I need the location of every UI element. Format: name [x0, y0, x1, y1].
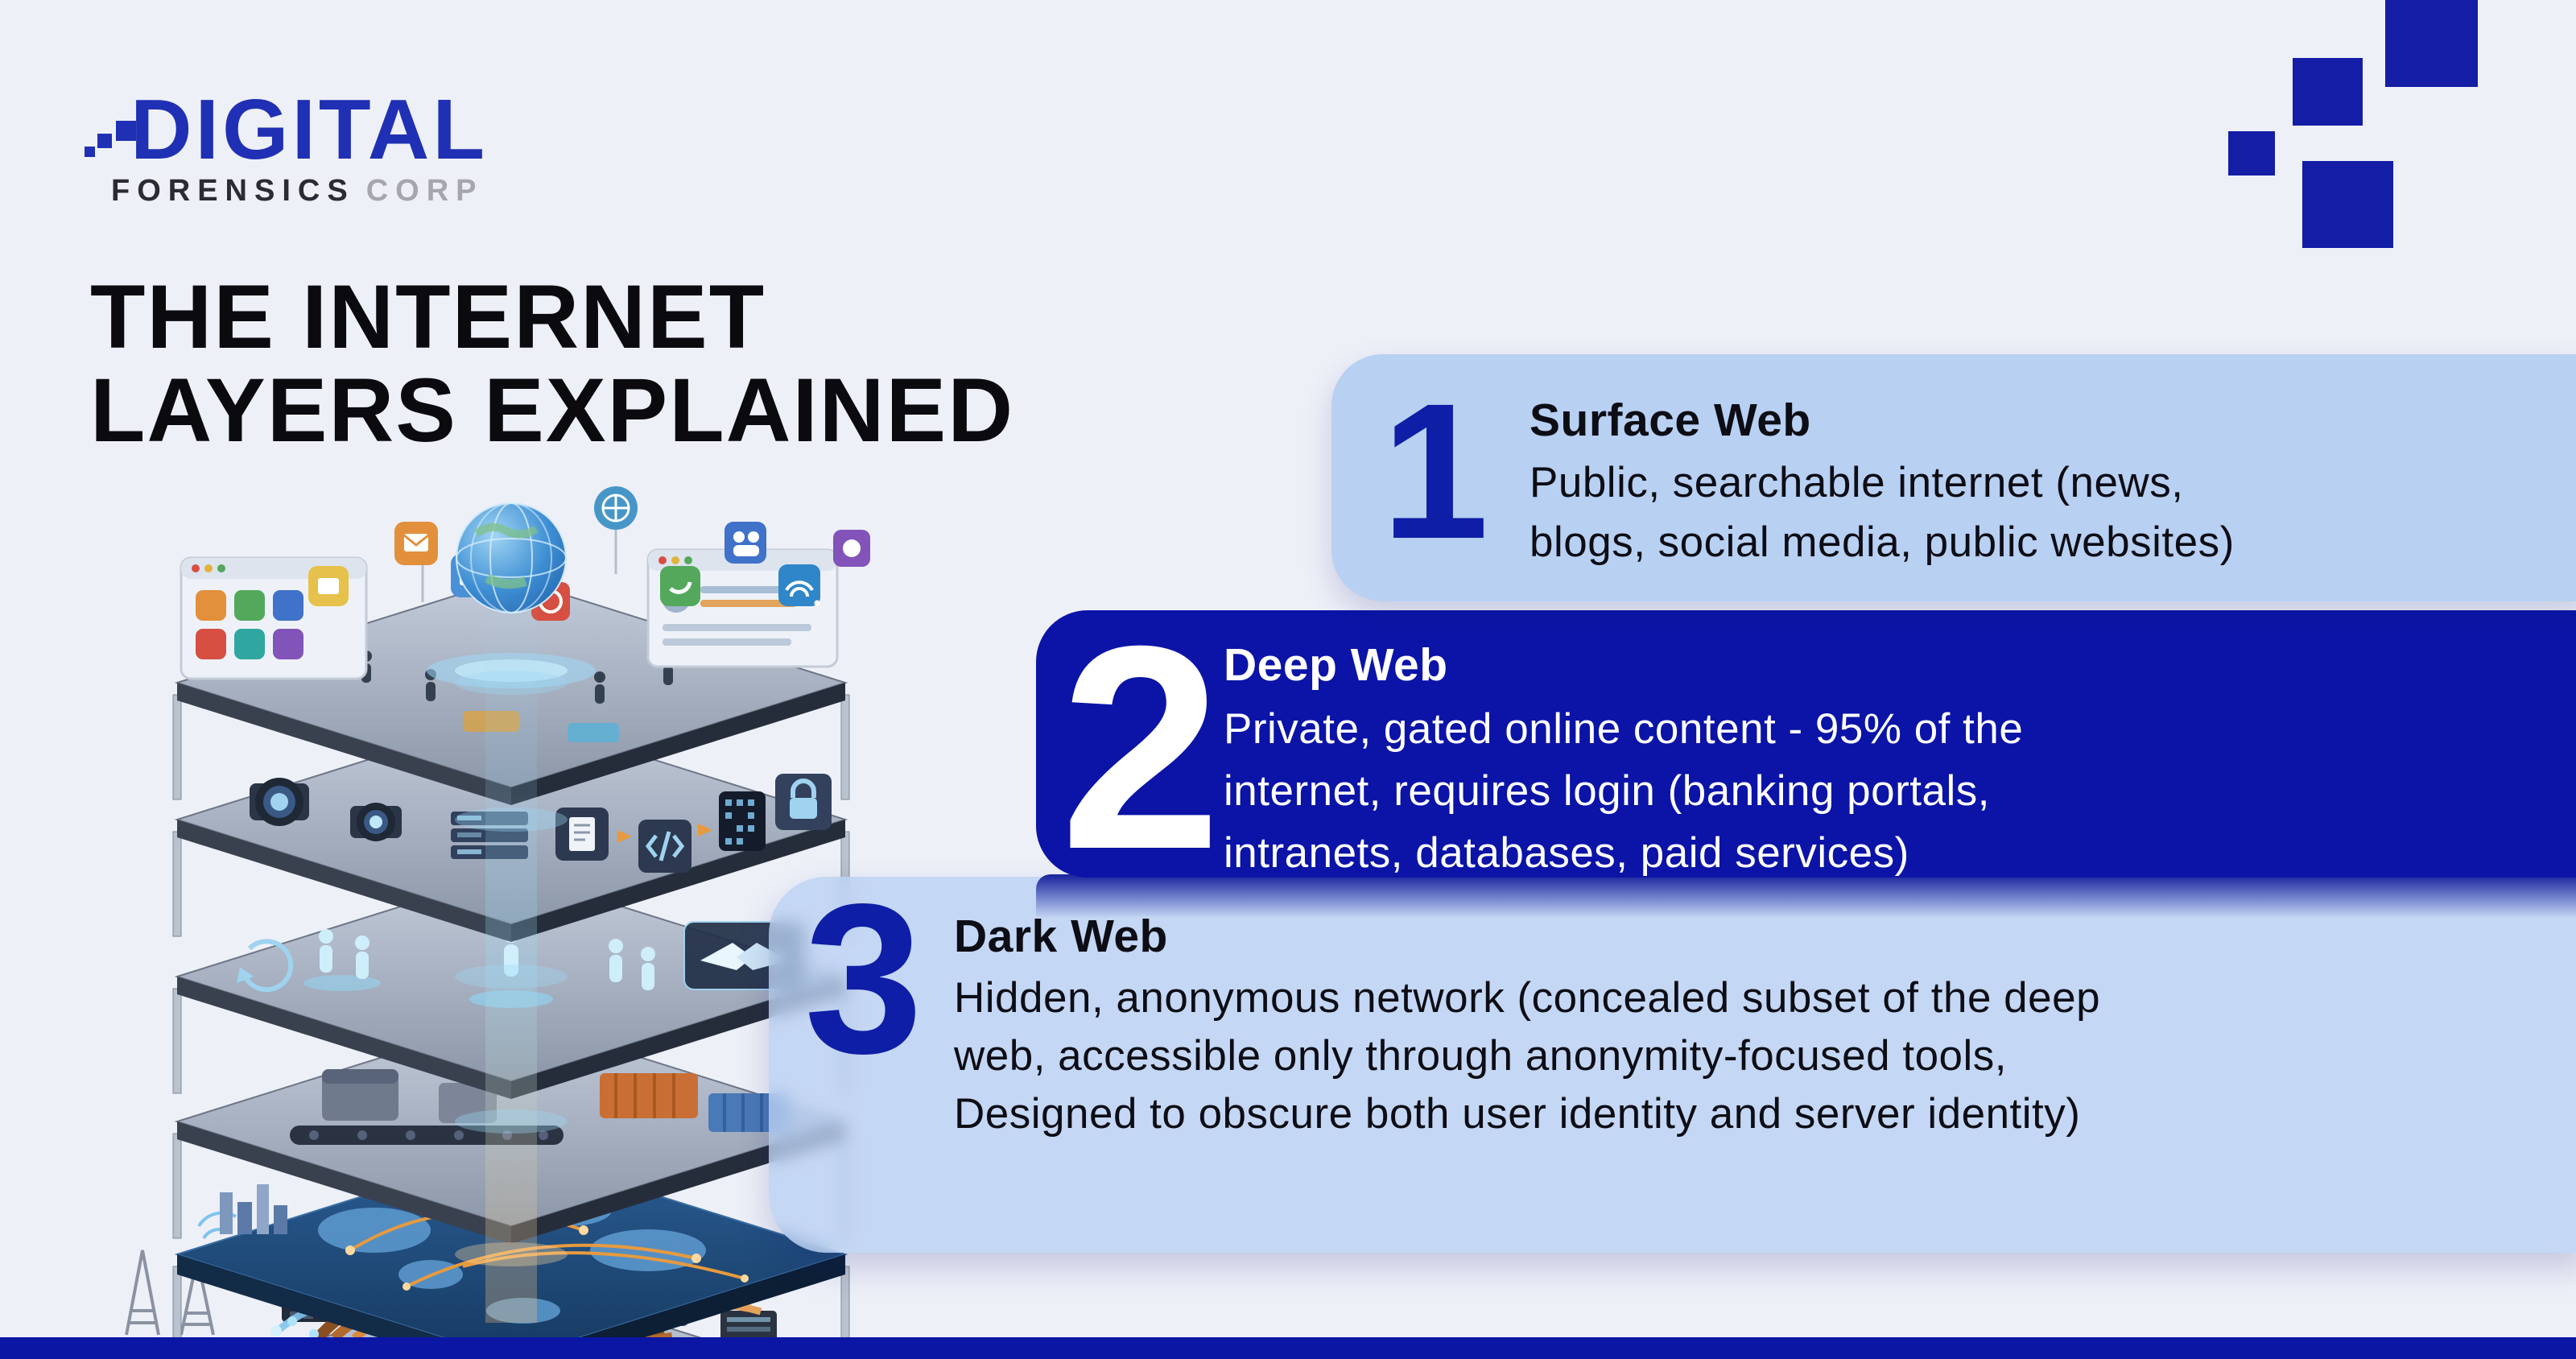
card-number: 1 [1381, 363, 1489, 579]
logo-subline: FORENSICS CORP [111, 174, 484, 209]
card-description-line: internet, requires login (banking portal… [1224, 767, 1990, 815]
binary-panel [719, 791, 766, 851]
flow-arrow [698, 824, 712, 836]
card-description-line: Hidden, anonymous network (concealed sub… [954, 974, 2101, 1022]
logo-word-corp: CORP [365, 174, 484, 208]
sync-icon [237, 939, 294, 993]
phone-icon [669, 581, 692, 594]
platform-tile [568, 723, 619, 742]
logo-pixel-icon [116, 121, 136, 141]
card-dark-web: 3 Dark Web Hidden, anonymous network (co… [769, 873, 2576, 1253]
card-number: 3 [804, 860, 923, 1098]
card-description-line: intranets, databases, paid services) [1224, 829, 1909, 877]
document-icon [555, 808, 609, 861]
folder-icon [318, 578, 339, 594]
decor-square-icon [2293, 58, 2363, 126]
lock-icon [775, 774, 832, 830]
camera-icon [250, 778, 402, 841]
hologram-beam [455, 598, 568, 1323]
card-heading: Deep Web [1224, 639, 1448, 691]
floating-app-icons [308, 486, 870, 621]
code-icon [638, 820, 691, 873]
card-heading: Dark Web [954, 911, 1168, 962]
card-description-line: Designed to obscure both user identity a… [954, 1090, 2081, 1138]
logo-word-digital: DIGITAL [130, 82, 489, 177]
user-icon [843, 539, 861, 557]
card-description-line: web, accessible only through anonymity-f… [954, 1032, 2008, 1080]
bottom-accent-bar [0, 1337, 2576, 1359]
card-description-line: Public, searchable internet (news, [1530, 459, 2184, 506]
server-box [720, 1311, 777, 1338]
handshake-icon [683, 921, 806, 990]
page-title-line1: THE INTERNET [90, 266, 766, 367]
page-title-line2: LAYERS EXPLAINED [90, 360, 1015, 461]
card-deep-web: 2 Deep Web Private, gated online content… [1036, 603, 2576, 893]
machine-box [322, 1069, 497, 1123]
card-description-line: blogs, social media, public websites) [1530, 518, 2235, 566]
page-title: THE INTERNET LAYERS EXPLAINED [90, 271, 1014, 457]
decor-square-icon [2385, 0, 2478, 87]
map-nodes [345, 1225, 749, 1291]
platform-layer-machines [172, 1015, 850, 1244]
card-surface-web: 1 Surface Web Public, searchable interne… [1331, 354, 2576, 601]
wifi-icon [785, 580, 814, 597]
card-drop-shadow [1036, 874, 2576, 918]
logo-pixel-icon [97, 134, 112, 148]
card-description-line: Private, gated online content - 95% of t… [1224, 705, 2024, 753]
internet-layers-illustration: ID ID ID [125, 486, 870, 1338]
card-heading: Surface Web [1530, 394, 1811, 446]
logo-word-forensics: FORENSICS [111, 174, 355, 208]
flow-arrow [617, 830, 632, 843]
users-icon [733, 545, 759, 556]
mail-icon [404, 534, 428, 551]
app-grid-icons [196, 590, 303, 659]
city-buildings [220, 1184, 287, 1234]
decor-square-icon [2228, 131, 2275, 176]
logo-pixel-icon [85, 147, 95, 157]
card-number: 2 [1060, 586, 1222, 910]
digital-forensics-logo: DIGITAL FORENSICS CORP [79, 84, 578, 221]
decor-square-icon [2302, 161, 2393, 248]
